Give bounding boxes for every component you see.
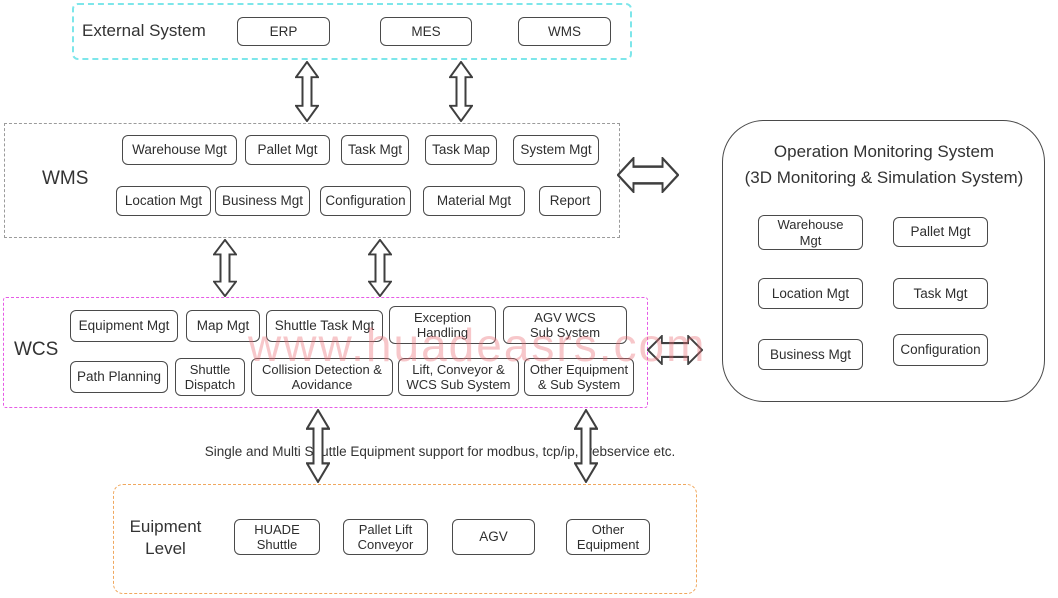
system-mgt-box: System Mgt: [513, 135, 599, 165]
double-arrow-vertical-icon: [574, 409, 598, 483]
map-mgt-box: Map Mgt: [186, 310, 260, 342]
double-arrow-vertical-icon: [306, 409, 330, 483]
warehouse-mgt-box: Warehouse Mgt: [122, 135, 237, 165]
business-mgt-box: Business Mgt: [215, 186, 310, 216]
double-arrow-vertical-icon: [449, 61, 473, 122]
task-map-box: Task Map: [425, 135, 497, 165]
lift-conveyor-subsystem-box: Lift, Conveyor & WCS Sub System: [398, 358, 519, 396]
exception-handling-box: Exception Handling: [389, 306, 496, 344]
panel-configuration-box: Configuration: [893, 334, 988, 366]
other-equipment-subsystem-box: Other Equipment & Sub System: [524, 358, 634, 396]
external-system-container: [72, 3, 632, 60]
pallet-mgt-box: Pallet Mgt: [245, 135, 330, 165]
double-arrow-vertical-icon: [368, 239, 392, 297]
double-arrow-horizontal-icon: [647, 335, 703, 365]
panel-task-mgt-box: Task Mgt: [893, 278, 988, 309]
huade-shuttle-box: HUADE Shuttle: [234, 519, 320, 555]
report-box: Report: [539, 186, 601, 216]
mes-box: MES: [380, 17, 472, 46]
material-mgt-box: Material Mgt: [423, 186, 525, 216]
external-system-label: External System: [82, 21, 206, 40]
panel-location-mgt-box: Location Mgt: [758, 278, 863, 309]
wcs-layer-label: WCS: [14, 339, 59, 360]
agv-wcs-subsystem-box: AGV WCS Sub System: [503, 306, 627, 344]
collision-detection-box: Collision Detection & Aovidance: [251, 358, 393, 396]
panel-business-mgt-box: Business Mgt: [758, 339, 863, 370]
external-wms-box: WMS: [518, 17, 611, 46]
wms-layer-label: WMS: [42, 168, 89, 189]
monitoring-panel-title-line1: Operation Monitoring System: [773, 142, 995, 161]
equipment-level-label: Euipment Level: [129, 517, 202, 558]
equipment-level-container: [113, 484, 697, 594]
double-arrow-vertical-icon: [213, 239, 237, 297]
configuration-box: Configuration: [320, 186, 411, 216]
double-arrow-horizontal-icon: [617, 157, 679, 193]
wcs-layer-container: [3, 297, 648, 408]
double-arrow-vertical-icon: [295, 61, 319, 122]
panel-pallet-mgt-box: Pallet Mgt: [893, 217, 988, 247]
task-mgt-box: Task Mgt: [341, 135, 409, 165]
other-equipment-box: Other Equipment: [566, 519, 650, 555]
panel-warehouse-mgt-box: Warehouse Mgt: [758, 215, 863, 250]
monitoring-panel-title-line2: (3D Monitoring & Simulation System): [744, 167, 1024, 187]
monitoring-panel-title: Operation Monitoring System (3D Monitori…: [724, 139, 1044, 190]
erp-box: ERP: [237, 17, 330, 46]
path-planning-box: Path Planning: [70, 361, 168, 393]
location-mgt-box: Location Mgt: [116, 186, 211, 216]
wms-layer-container: [4, 123, 620, 238]
shuttle-task-mgt-box: Shuttle Task Mgt: [266, 310, 383, 342]
shuttle-dispatch-box: Shuttle Dispatch: [175, 358, 245, 396]
equipment-mgt-box: Equipment Mgt: [70, 310, 178, 342]
protocol-note: Single and Multi Shuttle Equipment suppo…: [204, 444, 676, 459]
agv-box: AGV: [452, 519, 535, 555]
pallet-lift-conveyor-box: Pallet Lift Conveyor: [343, 519, 428, 555]
